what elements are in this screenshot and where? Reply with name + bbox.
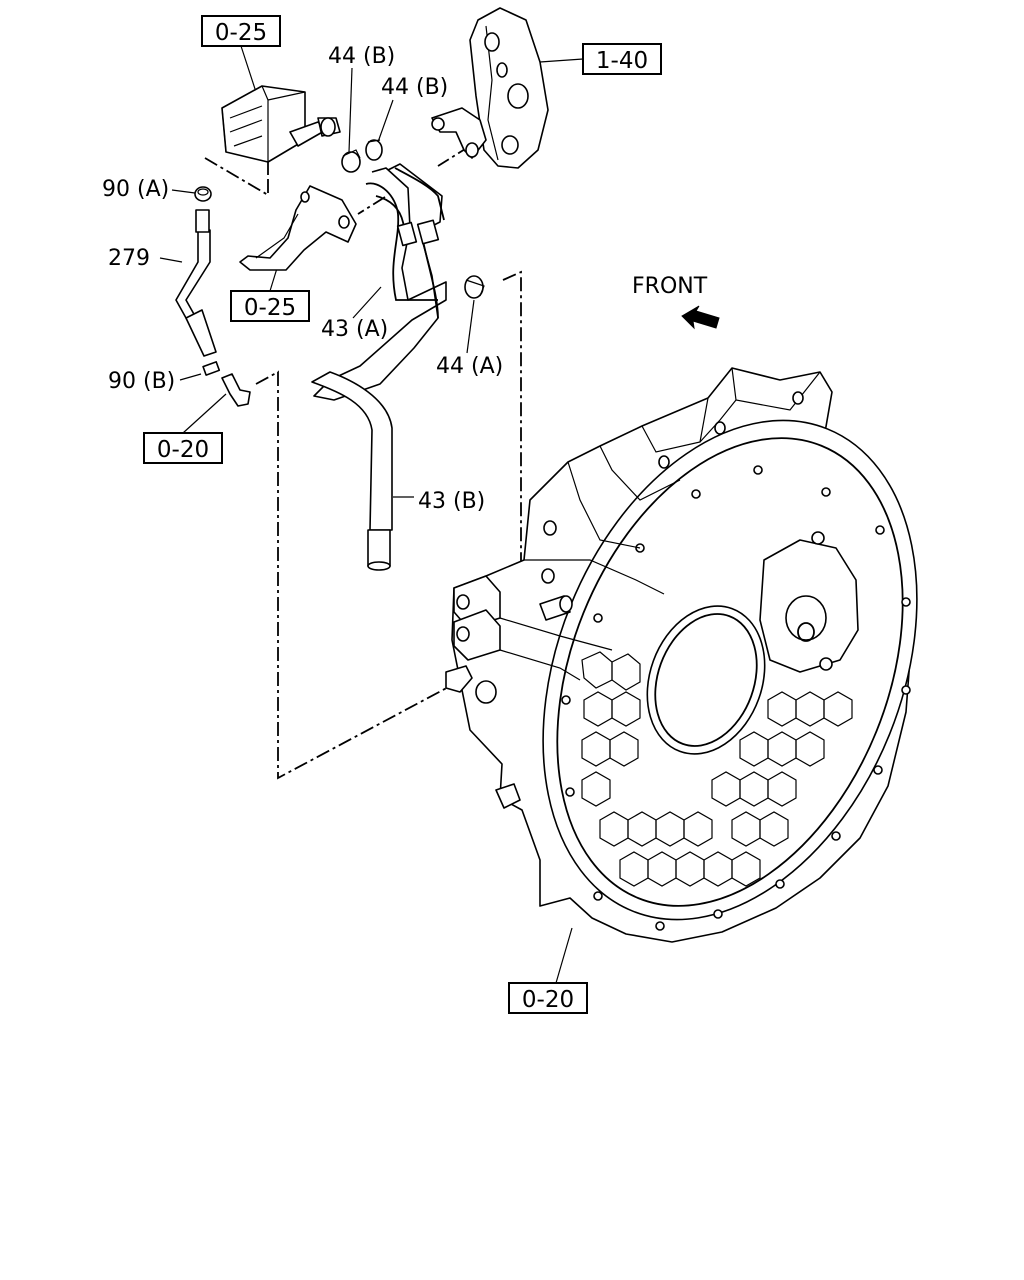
ref-box-0-20-bottom[interactable]: 0-20: [508, 982, 588, 1014]
pipe-279[interactable]: [175, 209, 217, 357]
label-44b-2: 44 (B): [381, 75, 448, 100]
label-43a: 43 (A): [321, 317, 388, 342]
leader-lines: [159, 45, 584, 984]
clip-90b[interactable]: [202, 361, 221, 376]
honeycomb-ribs: [581, 651, 853, 887]
svg-text:0-25: 0-25: [215, 20, 267, 46]
clamp-44a[interactable]: [464, 275, 485, 299]
hose-43b[interactable]: [311, 371, 393, 571]
svg-text:0-25: 0-25: [244, 295, 296, 321]
label-44b-1: 44 (B): [328, 44, 395, 69]
front-label: FRONT: [632, 274, 708, 299]
clamp-44b-1[interactable]: [341, 149, 361, 173]
clamp-44b-2[interactable]: [365, 139, 383, 161]
ref-box-0-25-top[interactable]: 0-25: [201, 15, 281, 47]
label-44a: 44 (A): [436, 354, 503, 379]
flywheel-housing[interactable]: [445, 364, 987, 975]
hose-43a[interactable]: [313, 163, 447, 401]
ref-box-0-20-left[interactable]: 0-20: [143, 432, 223, 464]
label-43b: 43 (B): [418, 489, 485, 514]
flange-bolt-holes: [561, 465, 911, 931]
sensor-module[interactable]: [221, 85, 341, 172]
svg-text:0-20: 0-20: [157, 437, 209, 463]
ref-box-0-25-mid[interactable]: 0-25: [230, 290, 310, 322]
ref-box-1-40[interactable]: 1-40: [582, 43, 662, 75]
label-279: 279: [108, 246, 150, 271]
clip-90a[interactable]: [194, 186, 212, 202]
fitting-0-20[interactable]: [221, 373, 251, 407]
front-arrow-icon: [681, 305, 720, 330]
label-90b: 90 (B): [108, 369, 175, 394]
label-90a: 90 (A): [102, 177, 169, 202]
engine-bracket[interactable]: [431, 7, 549, 169]
svg-text:1-40: 1-40: [596, 48, 648, 74]
svg-text:0-20: 0-20: [522, 987, 574, 1013]
hose-bracket[interactable]: [239, 185, 357, 271]
